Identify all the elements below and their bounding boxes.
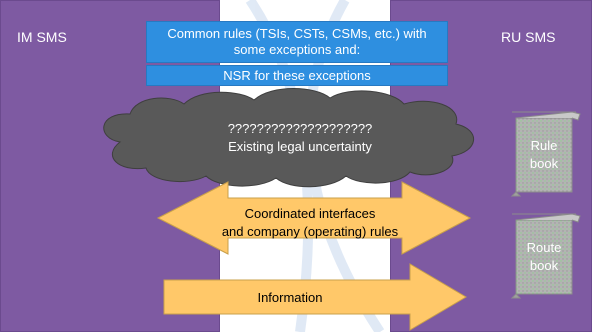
cloud-uncertainty-label: Existing legal uncertainty <box>228 139 372 154</box>
common-rules-line2: some exceptions and: <box>233 42 361 57</box>
route-book-text: Route book <box>518 239 570 275</box>
route-book-scroll <box>510 213 581 299</box>
information-arrow <box>163 263 467 331</box>
nsr-label: NSR for these exceptions <box>223 68 371 83</box>
coordinated-line2: and company (operating) rules <box>221 224 399 239</box>
cloud-text: ???????????????????? Existing legal unce… <box>180 120 420 156</box>
common-rules-box: Common rules (TSIs, CSTs, CSMs, etc.) wi… <box>146 21 448 63</box>
common-rules-line1: Common rules (TSIs, CSTs, CSMs, etc.) wi… <box>167 26 427 41</box>
information-label: Information <box>257 290 323 305</box>
rule-book-line1: Rule <box>530 138 558 153</box>
coordinated-line1: Coordinated interfaces <box>244 206 376 221</box>
route-book-line1: Route <box>526 240 562 255</box>
im-sms-label: IM SMS <box>17 29 67 45</box>
nsr-box: NSR for these exceptions <box>146 65 448 86</box>
cloud-question-marks: ???????????????????? <box>227 121 373 136</box>
route-book-line2: book <box>529 258 559 273</box>
rule-book-text: Rule book <box>518 137 570 173</box>
uncertainty-cloud <box>103 88 475 188</box>
information-text: Information <box>180 289 400 307</box>
coordinated-arrow <box>156 181 472 255</box>
rule-book-scroll <box>510 111 581 197</box>
rule-book-line2: book <box>529 156 559 171</box>
coordinated-text: Coordinated interfaces and company (oper… <box>190 205 430 241</box>
ru-sms-label: RU SMS <box>501 29 556 45</box>
